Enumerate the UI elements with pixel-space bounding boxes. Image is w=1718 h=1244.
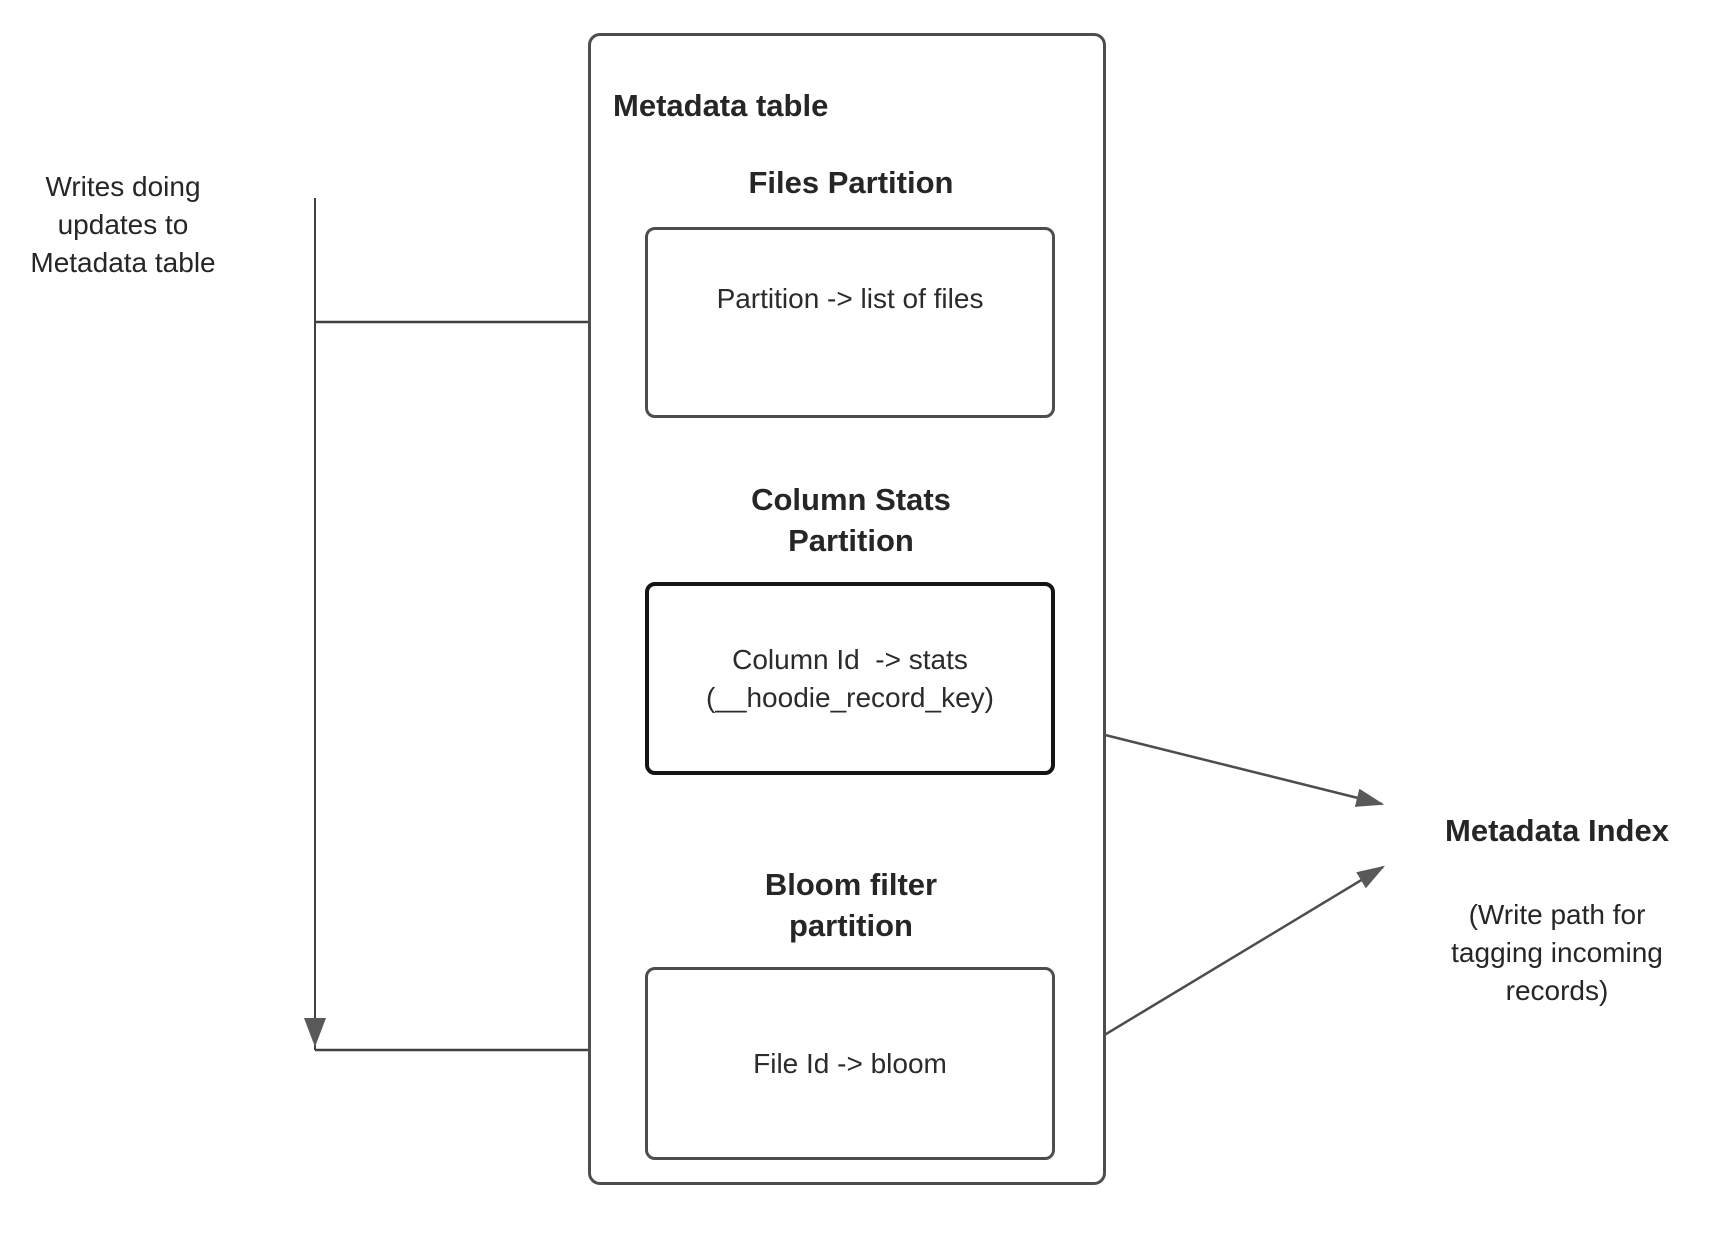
stats-to-index-arrow: [1056, 721, 1385, 807]
files-partition-box: Partition -> list of files: [645, 227, 1055, 418]
metadata-table-title: Metadata table: [613, 88, 829, 123]
bloom-filter-partition-box: File Id -> bloom: [645, 967, 1055, 1160]
column-stats-partition-box: Column Id -> stats (__hoodie_record_key): [645, 582, 1055, 775]
metadata-index-title: Metadata Index: [1445, 813, 1669, 848]
column-stats-partition-heading: Column Stats Partition: [751, 482, 951, 558]
down-arrowhead-icon: [304, 1018, 326, 1047]
column-stats-partition-label: Column Id -> stats (__hoodie_record_key): [706, 643, 994, 713]
files-partition-heading: Files Partition: [748, 165, 954, 200]
bloom-to-index-arrow: [1057, 865, 1385, 1065]
bloom-filter-partition-heading: Bloom filter partition: [764, 867, 938, 943]
writes-note: Writes doing updates to Metadata table: [30, 171, 216, 278]
bloom-filter-partition-label: File Id -> bloom: [753, 1047, 947, 1079]
files-partition-label: Partition -> list of files: [716, 282, 984, 314]
metadata-index-subtitle: (Write path for tagging incoming records…: [1451, 899, 1663, 1006]
